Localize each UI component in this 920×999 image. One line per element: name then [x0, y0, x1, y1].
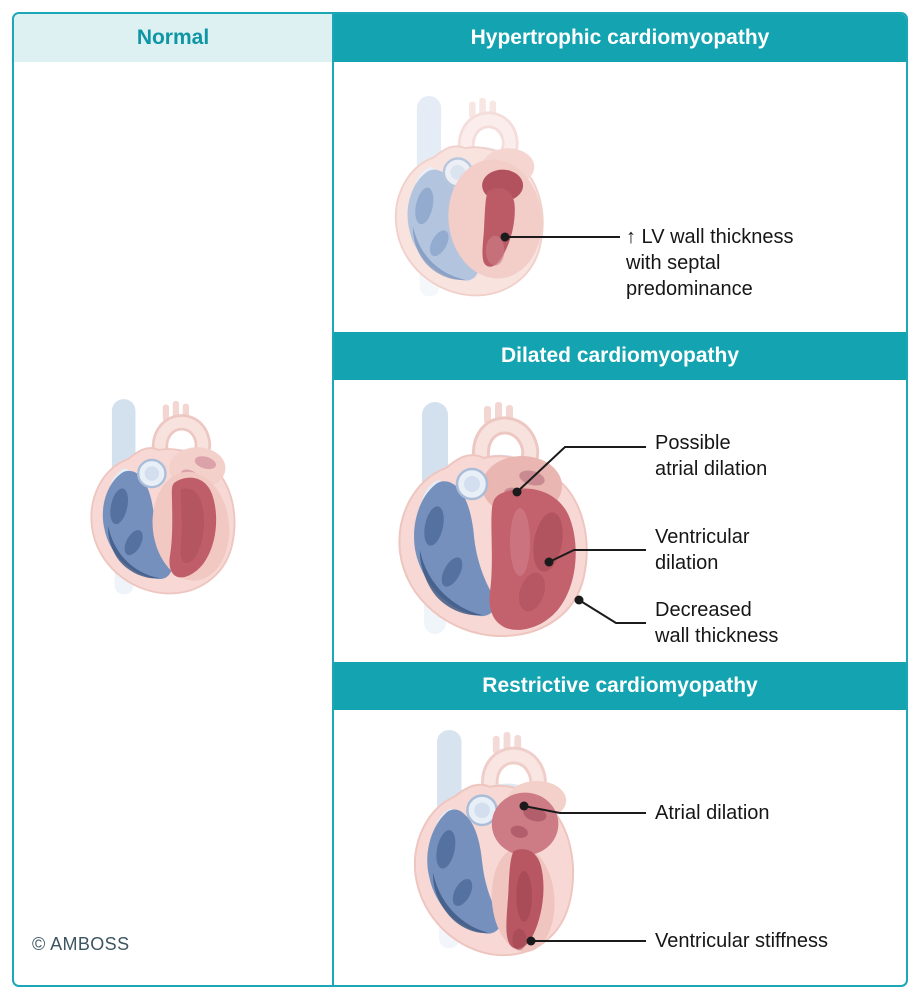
normal-column: Normal	[14, 14, 334, 985]
copyright-notice: © AMBOSS	[32, 934, 130, 954]
cardiomyopathy-figure: Normal	[12, 12, 908, 987]
section-header-hypertrophic: Hypertrophic cardiomyopathy	[334, 14, 906, 62]
annotation-lv-wall-thickness: ↑ LV wall thickness with septal predomin…	[626, 226, 794, 300]
section-header-label: Hypertrophic cardiomyopathy	[470, 26, 770, 49]
annotation-atrial-dilation-possible: Possible atrial dilation	[655, 432, 768, 480]
section-dilated: Possible atrial dilation Ventricular dil…	[334, 380, 906, 662]
cardiomyopathy-column: Hypertrophic cardiomyopathy	[334, 14, 906, 985]
restrictive-heart-illustration	[413, 730, 575, 957]
annotation-decreased-wall-thickness: Decreased wall thickness	[655, 599, 779, 647]
normal-body: © AMBOSS	[14, 62, 332, 985]
section-header-dilated: Dilated cardiomyopathy	[334, 332, 906, 380]
annotation-atrial-dilation: Atrial dilation	[655, 802, 770, 824]
annotation-ventricular-dilation: Ventricular dilation	[655, 526, 750, 574]
hypertrophic-heart-illustration	[394, 96, 544, 297]
normal-header: Normal	[14, 14, 332, 62]
section-header-restrictive: Restrictive cardiomyopathy	[334, 662, 906, 710]
normal-header-label: Normal	[136, 26, 210, 49]
section-hypertrophic: ↑ LV wall thickness with septal predomin…	[334, 62, 906, 332]
section-header-label: Restrictive cardiomyopathy	[482, 674, 758, 697]
dilated-heart-illustration	[398, 402, 588, 638]
section-header-label: Dilated cardiomyopathy	[500, 344, 740, 367]
section-restrictive: Atrial dilation Ventricular stiffness	[334, 710, 906, 985]
normal-heart-illustration	[90, 399, 236, 595]
annotation-ventricular-stiffness: Ventricular stiffness	[655, 930, 829, 952]
